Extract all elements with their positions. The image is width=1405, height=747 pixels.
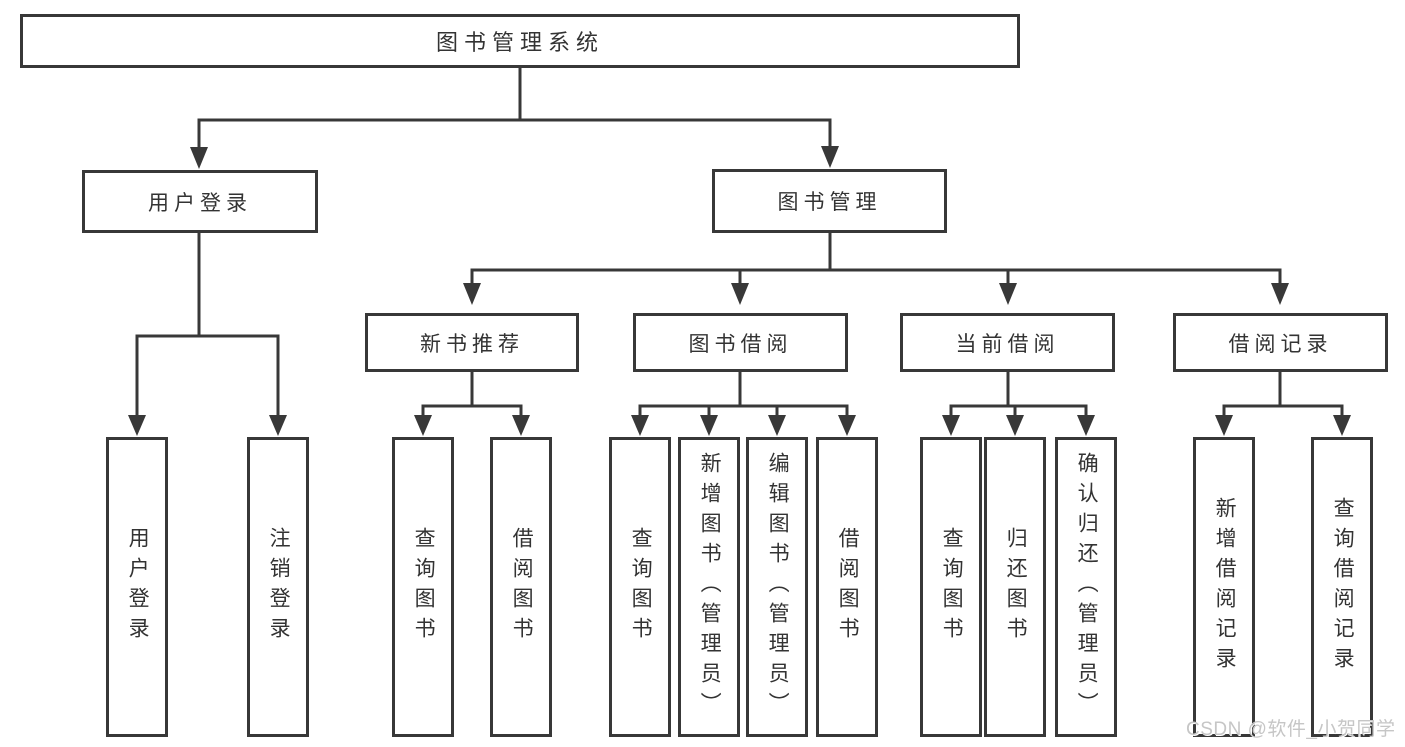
connector-arrowheads [128,146,1351,436]
node-library-management-system: 图书管理系统 [20,14,1020,68]
node-user-login: 用户登录 [82,170,318,233]
node-borrowing-records: 借阅记录 [1173,313,1388,372]
leaf-add-borrow-record: 新增借阅记录 [1193,437,1255,737]
leaf-query-books-borrow: 查询图书 [609,437,671,737]
node-label: 确认归还（管理员） [1075,452,1099,722]
node-label: 归还图书 [1004,527,1028,647]
node-label: 借阅图书 [510,527,534,647]
node-label: 查询图书 [940,527,964,647]
node-label: 新增图书（管理员） [698,452,722,722]
leaf-query-books-current: 查询图书 [920,437,982,737]
leaf-borrow-books-borrow: 借阅图书 [816,437,878,737]
leaf-edit-books-admin: 编辑图书（管理员） [746,437,808,737]
node-label: 借阅图书 [836,527,860,647]
node-book-management: 图书管理 [712,169,947,233]
leaf-user-login: 用户登录 [106,437,168,737]
node-label: 查询图书 [629,527,653,647]
connector-strokes [135,68,1344,415]
watermark: CSDN @软件_小贺同学 [1186,719,1396,740]
leaf-return-books: 归还图书 [984,437,1046,737]
leaf-query-borrow-record: 查询借阅记录 [1311,437,1373,737]
leaf-add-books-admin: 新增图书（管理员） [678,437,740,737]
node-new-book-recommendation: 新书推荐 [365,313,579,372]
node-label: 编辑图书（管理员） [766,452,790,722]
node-label: 用户登录 [126,527,150,647]
leaf-query-books-recommend: 查询图书 [392,437,454,737]
leaf-borrow-books-recommend: 借阅图书 [490,437,552,737]
node-label: 查询图书 [412,527,436,647]
leaf-logout: 注销登录 [247,437,309,737]
node-current-borrowing: 当前借阅 [900,313,1115,372]
leaf-confirm-return-admin: 确认归还（管理员） [1055,437,1117,737]
node-label: 查询借阅记录 [1331,497,1355,677]
node-label: 新增借阅记录 [1213,497,1237,677]
node-label: 注销登录 [267,527,291,647]
node-book-borrowing: 图书借阅 [633,313,848,372]
